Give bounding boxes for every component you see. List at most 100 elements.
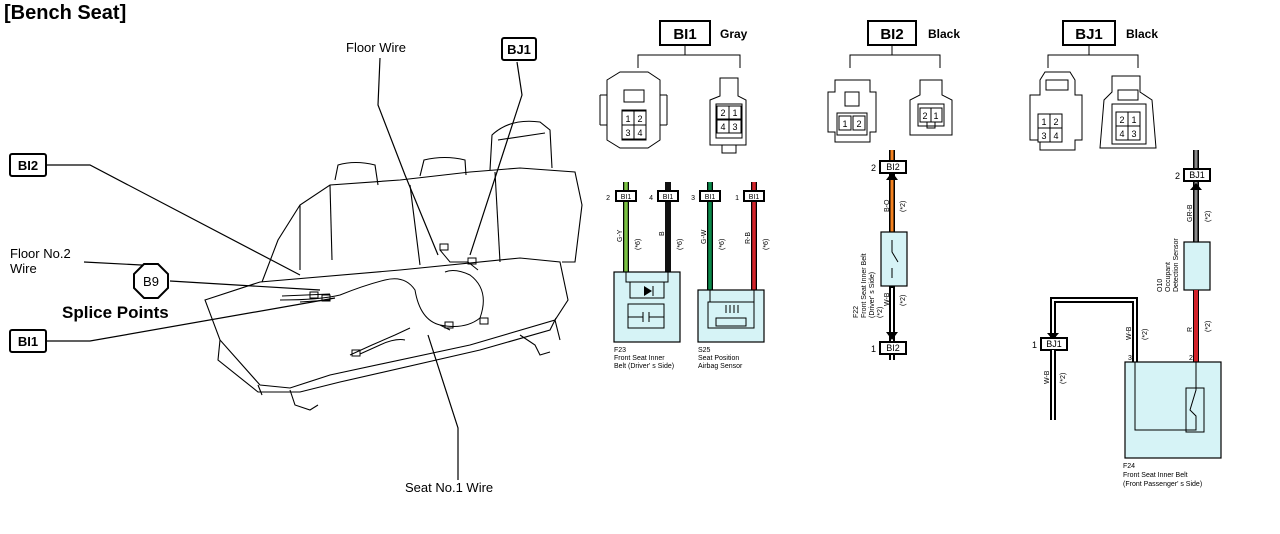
svg-text:2: 2 <box>1053 117 1058 127</box>
svg-text:B-O: B-O <box>884 199 891 212</box>
svg-text:G-W: G-W <box>701 229 708 244</box>
svg-text:1: 1 <box>1032 340 1037 350</box>
svg-text:G-Y: G-Y <box>617 229 624 242</box>
svg-text:(*6): (*6) <box>763 239 770 250</box>
svg-text:2: 2 <box>1119 115 1124 125</box>
svg-text:Airbag Sensor: Airbag Sensor <box>698 363 743 370</box>
s25-component <box>697 289 765 343</box>
svg-text:2: 2 <box>1189 355 1193 362</box>
tag-bj1: BJ1 <box>501 37 537 61</box>
svg-text:3: 3 <box>732 122 737 132</box>
svg-text:(*2): (*2) <box>900 201 907 212</box>
svg-text:(*2): (*2) <box>877 307 884 318</box>
svg-text:3: 3 <box>1131 129 1136 139</box>
tag-bi2: BI2 <box>9 153 47 177</box>
bi2-face-right: 2 1 <box>909 79 953 136</box>
svg-text:B: B <box>659 231 666 236</box>
svg-text:BI1: BI1 <box>749 194 760 201</box>
bi2-color: Black <box>928 27 960 41</box>
svg-text:(*6): (*6) <box>635 239 642 250</box>
svg-text:1: 1 <box>732 108 737 118</box>
svg-text:4: 4 <box>720 122 725 132</box>
f24-component <box>1124 361 1222 459</box>
seat-no1-wire-label: Seat No.1 Wire <box>405 480 493 495</box>
svg-text:Belt (Driver' s Side): Belt (Driver' s Side) <box>614 363 674 370</box>
header-bj1: BJ1 Black <box>1047 20 1158 68</box>
f23-component <box>613 271 681 343</box>
svg-text:BI1: BI1 <box>673 26 696 43</box>
svg-text:1: 1 <box>735 195 739 202</box>
svg-text:GR-B: GR-B <box>1187 204 1194 222</box>
floor-no2-wire-label: Floor No.2 <box>10 246 71 261</box>
svg-text:Front Seat Inner Belt: Front Seat Inner Belt <box>1123 472 1188 479</box>
header-bi1: BI1 Gray <box>637 20 748 68</box>
svg-text:(*6): (*6) <box>719 239 726 250</box>
svg-text:3: 3 <box>691 195 695 202</box>
svg-text:BI2: BI2 <box>18 158 38 173</box>
svg-text:W-B: W-B <box>1126 326 1133 340</box>
svg-text:2: 2 <box>871 163 876 173</box>
svg-text:3: 3 <box>1128 355 1132 362</box>
tag-b9-octagon: B9 <box>133 263 169 299</box>
svg-text:O10: O10 <box>1157 279 1164 292</box>
svg-text:BI2: BI2 <box>886 162 900 172</box>
svg-text:(Front Passenger' s Side): (Front Passenger' s Side) <box>1123 481 1202 488</box>
bj1-color: Black <box>1126 27 1158 41</box>
svg-text:2: 2 <box>637 114 642 124</box>
svg-text:2: 2 <box>720 108 725 118</box>
svg-text:BI1: BI1 <box>663 194 674 201</box>
bi2-face-left: 1 2 <box>827 79 877 143</box>
bi2-circuit: BI2 2 BI2 1 B-O (*2) W-B (*2) F22 Front … <box>853 150 908 360</box>
svg-text:W-B: W-B <box>884 292 891 306</box>
svg-text:(*2): (*2) <box>1205 211 1212 222</box>
svg-text:R-B: R-B <box>745 232 752 244</box>
svg-text:4: 4 <box>637 128 642 138</box>
splice-points-label: Splice Points <box>62 303 169 322</box>
svg-text:F22: F22 <box>853 306 860 318</box>
svg-text:Detection Sensor: Detection Sensor <box>1173 238 1180 292</box>
svg-text:1: 1 <box>625 114 630 124</box>
bi1-circuit: BI1 BI1 BI1 BI1 2 4 3 1 G-Y (*6) B (*6) … <box>606 182 770 370</box>
svg-text:2: 2 <box>856 119 861 129</box>
bj1-face-right: 2 1 4 3 <box>1099 75 1157 149</box>
svg-text:F23: F23 <box>614 347 626 354</box>
svg-text:3: 3 <box>625 128 630 138</box>
bj1-circuit: BJ1 2 GR-B (*2) O10 Occupant Detection S… <box>1032 150 1222 488</box>
svg-text:Occupant: Occupant <box>1165 262 1172 292</box>
svg-text:BJ1: BJ1 <box>1189 170 1205 180</box>
svg-text:2: 2 <box>922 111 927 121</box>
svg-text:(Driver' s Side): (Driver' s Side) <box>869 272 876 318</box>
svg-text:(*2): (*2) <box>900 295 907 306</box>
svg-text:2: 2 <box>1175 171 1180 181</box>
header-bi2: BI2 Black <box>849 20 960 68</box>
svg-text:1: 1 <box>871 344 876 354</box>
svg-text:(*6): (*6) <box>677 239 684 250</box>
svg-text:BJ1: BJ1 <box>507 42 531 57</box>
svg-text:1: 1 <box>1041 117 1046 127</box>
svg-text:B9: B9 <box>143 274 159 289</box>
svg-text:S25: S25 <box>698 347 711 354</box>
bench-seat-illustration <box>204 120 583 411</box>
svg-text:Seat Position: Seat Position <box>698 355 739 362</box>
svg-text:Front Seat Inner Belt: Front Seat Inner Belt <box>861 253 868 318</box>
page-title: [Bench Seat] <box>4 2 126 24</box>
svg-text:F24: F24 <box>1123 463 1135 470</box>
svg-text:BJ1: BJ1 <box>1075 26 1103 43</box>
svg-text:(*2): (*2) <box>1142 329 1149 340</box>
f22-component <box>880 231 908 287</box>
svg-text:1: 1 <box>842 119 847 129</box>
svg-text:R: R <box>1187 327 1194 332</box>
svg-text:1: 1 <box>1131 115 1136 125</box>
illustration-leaders <box>46 57 523 480</box>
svg-text:(*2): (*2) <box>1060 373 1067 384</box>
svg-text:BI2: BI2 <box>880 26 903 43</box>
bi1-face-left: 1 2 3 4 <box>599 71 668 149</box>
svg-text:Front Seat Inner: Front Seat Inner <box>614 355 665 362</box>
bi1-face-right: 2 1 4 3 <box>709 77 747 154</box>
svg-text:2: 2 <box>606 195 610 202</box>
o10-sensor <box>1183 241 1211 291</box>
svg-text:W-B: W-B <box>1044 370 1051 384</box>
svg-text:(*2): (*2) <box>1205 321 1212 332</box>
svg-text:4: 4 <box>1119 129 1124 139</box>
